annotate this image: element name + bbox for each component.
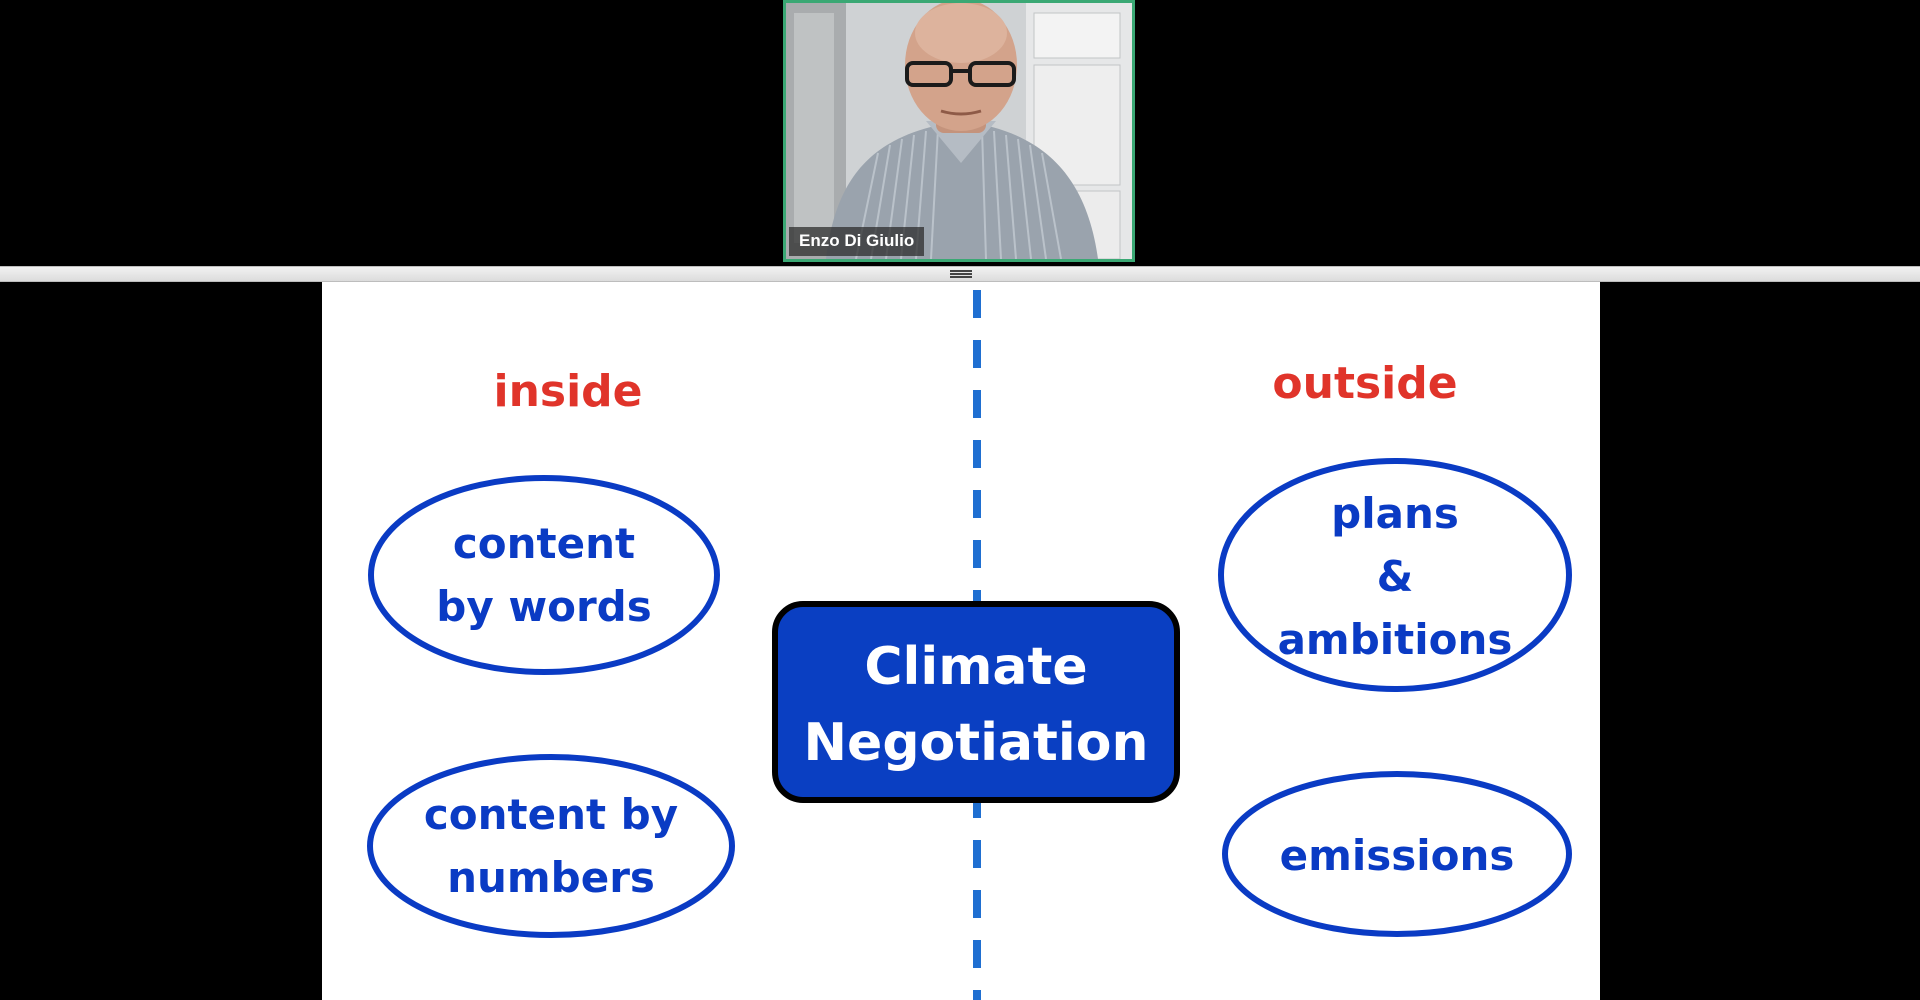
screen-share-area: inside outside content by words content … bbox=[0, 282, 1920, 1000]
center-box-line2: Negotiation bbox=[804, 713, 1149, 773]
header-outside: outside bbox=[1272, 358, 1457, 409]
view-splitter[interactable] bbox=[0, 266, 1920, 282]
participant-video bbox=[786, 3, 1132, 259]
ellipse-plans-ambitions-line2: & bbox=[1377, 552, 1414, 601]
ellipse-content-by-numbers-line1: content by bbox=[424, 790, 678, 839]
ellipse-emissions-line1: emissions bbox=[1280, 831, 1515, 880]
ellipse-plans-ambitions: plans & ambitions bbox=[1218, 458, 1572, 692]
ellipse-plans-ambitions-line1: plans bbox=[1331, 489, 1459, 538]
ellipse-content-by-words: content by words bbox=[368, 475, 720, 675]
drag-handle-icon[interactable] bbox=[950, 270, 972, 279]
participant-name-label: Enzo Di Giulio bbox=[789, 227, 925, 256]
participant-strip: Enzo Di Giulio bbox=[0, 0, 1920, 266]
ellipse-content-by-numbers-line2: numbers bbox=[447, 853, 655, 902]
ellipse-content-by-words-line2: by words bbox=[436, 582, 652, 631]
ellipse-content-by-words-line1: content bbox=[453, 519, 635, 568]
participant-video-tile[interactable]: Enzo Di Giulio bbox=[783, 0, 1135, 262]
slide-canvas: inside outside content by words content … bbox=[367, 290, 1572, 1000]
center-box-line1: Climate bbox=[864, 637, 1087, 697]
ellipse-plans-ambitions-line3: ambitions bbox=[1278, 615, 1513, 664]
header-inside: inside bbox=[493, 366, 642, 417]
ellipse-emissions: emissions bbox=[1222, 771, 1572, 937]
shared-slide: inside outside content by words content … bbox=[322, 282, 1600, 1000]
ellipse-content-by-numbers: content by numbers bbox=[367, 754, 735, 938]
center-box-climate-negotiation: Climate Negotiation bbox=[772, 601, 1180, 803]
